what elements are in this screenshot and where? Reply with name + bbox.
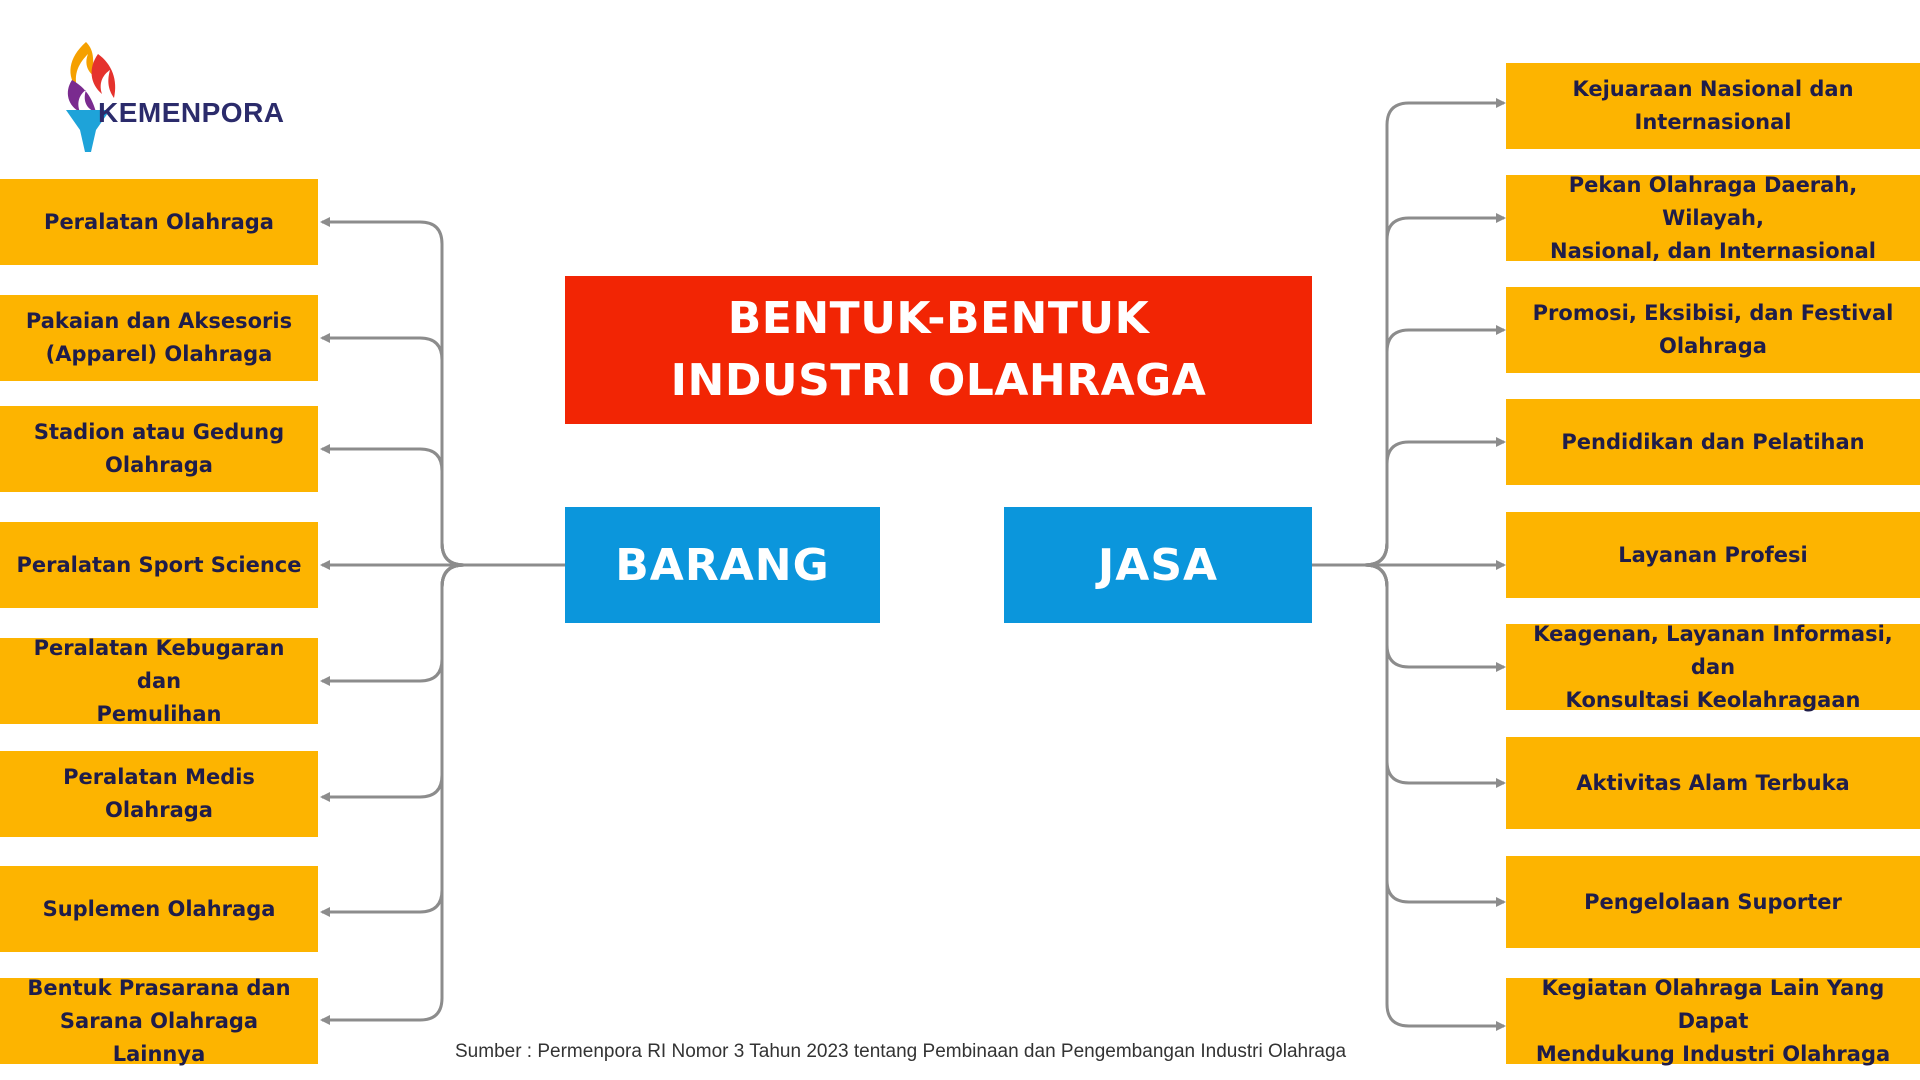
jasa-connector (1302, 98, 1506, 567)
jasa-item: Kejuaraan Nasional dan Internasional (1506, 63, 1920, 149)
diagram-title: BENTUK-BENTUK INDUSTRI OLAHRAGA (565, 276, 1312, 424)
jasa-item-line: Layanan Profesi (1618, 542, 1808, 567)
jasa-item-line: Pekan Olahraga Daerah, Wilayah, (1568, 172, 1858, 230)
barang-item-line: Olahraga (105, 453, 213, 477)
jasa-item: Layanan Profesi (1506, 512, 1920, 598)
barang-item: Stadion atau Gedung Olahraga (0, 406, 318, 492)
barang-item-line: Pakaian dan Aksesoris (25, 309, 293, 333)
barang-item: Peralatan Sport Science (0, 522, 318, 608)
jasa-connector (1302, 437, 1506, 567)
jasa-connector (1302, 563, 1506, 672)
jasa-item-line: Konsultasi Keolahragaan (1565, 687, 1861, 712)
torch-icon (66, 42, 116, 152)
jasa-item: Aktivitas Alam Terbuka (1506, 737, 1920, 829)
jasa-item-line: Kejuaraan Nasional dan Internasional (1572, 77, 1854, 134)
jasa-item: Pendidikan dan Pelatihan (1506, 399, 1920, 485)
jasa-connector (1302, 563, 1506, 907)
jasa-item-line: Mendukung Industri Olahraga (1535, 1041, 1891, 1066)
barang-item: Peralatan Olahraga (0, 179, 318, 265)
barang-item: Peralatan Kebugaran dan Pemulihan (0, 636, 318, 726)
jasa-item-line: Olahraga (1659, 334, 1767, 358)
title-line-1: BENTUK-BENTUK (727, 293, 1150, 344)
jasa-item-line: Promosi, Eksibisi, dan Festival (1532, 301, 1894, 325)
logo-text: KEMENPORA (98, 97, 285, 128)
jasa-connector (1302, 563, 1506, 788)
barang-connector (320, 563, 565, 1025)
category-barang: BARANG (565, 507, 880, 623)
jasa-item: Pengelolaan Suporter (1506, 856, 1920, 948)
barang-item-line: Peralatan Sport Science (16, 552, 302, 577)
barang-item: Pakaian dan Aksesoris (Apparel) Olahraga (0, 295, 318, 381)
jasa-item-line: Nasional, dan Internasional (1550, 238, 1876, 263)
category-jasa-label: JASA (1097, 539, 1219, 591)
barang-item-line: Peralatan Olahraga (44, 209, 274, 234)
jasa-connector (1302, 325, 1506, 567)
jasa-item-line: Pengelolaan Suporter (1584, 889, 1842, 914)
barang-item-line: Suplemen Olahraga (42, 896, 276, 921)
barang-item-line: Pemulihan (96, 701, 222, 726)
jasa-item: Promosi, Eksibisi, dan Festival Olahraga (1506, 287, 1920, 373)
category-jasa: JASA (1004, 507, 1312, 623)
barang-item-line: Peralatan Kebugaran dan (33, 635, 285, 693)
barang-item-line: (Apparel) Olahraga (45, 342, 273, 366)
barang-item-line: Peralatan Medis Olahraga (63, 765, 255, 822)
title-line-2: INDUSTRI OLAHRAGA (670, 355, 1207, 406)
barang-item: Bentuk Prasarana dan Sarana Olahraga Lai… (0, 976, 318, 1066)
barang-item-line: Stadion atau Gedung (33, 420, 285, 444)
jasa-item-line: Kegiatan Olahraga Lain Yang Dapat (1541, 975, 1885, 1033)
jasa-connector (1302, 563, 1506, 1031)
barang-item-line: Sarana Olahraga Lainnya (59, 1008, 259, 1066)
jasa-item: Kegiatan Olahraga Lain Yang Dapat Menduk… (1506, 976, 1920, 1066)
barang-item-line: Bentuk Prasarana dan (27, 975, 291, 1000)
jasa-item-line: Pendidikan dan Pelatihan (1561, 429, 1865, 454)
jasa-item: Pekan Olahraga Daerah, Wilayah, Nasional… (1506, 173, 1920, 263)
jasa-item: Keagenan, Layanan Informasi, dan Konsult… (1506, 622, 1920, 712)
jasa-item-line: Aktivitas Alam Terbuka (1576, 770, 1850, 795)
category-barang-label: BARANG (615, 539, 830, 591)
jasa-connector (1302, 213, 1506, 567)
kemenpora-logo (58, 40, 288, 152)
source-note: Sumber : Permenpora RI Nomor 3 Tahun 202… (455, 1041, 1347, 1062)
jasa-item-line: Keagenan, Layanan Informasi, dan (1533, 621, 1893, 679)
barang-item: Suplemen Olahraga (0, 866, 318, 952)
barang-item: Peralatan Medis Olahraga (0, 751, 318, 837)
